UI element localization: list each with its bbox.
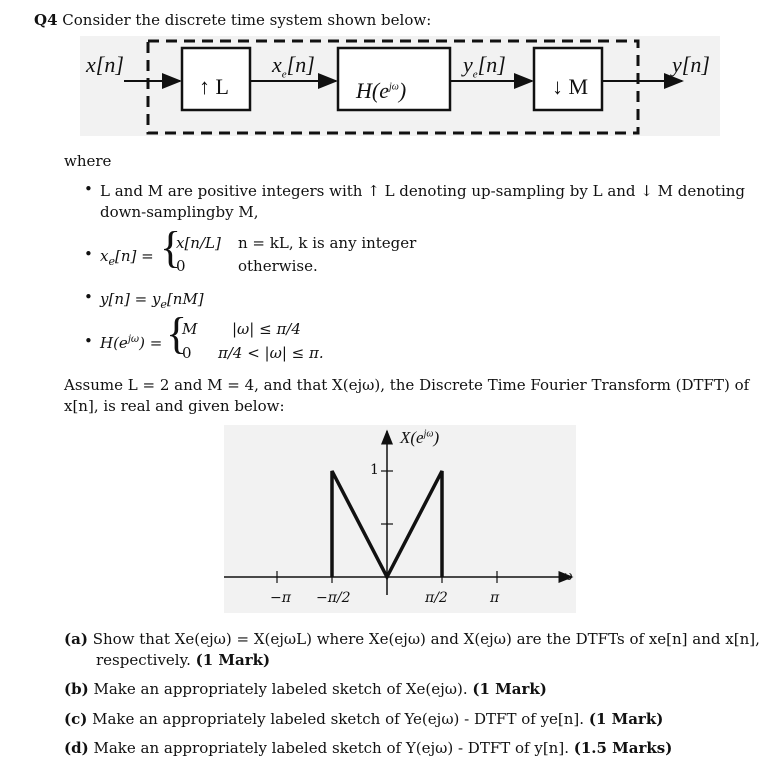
- bullet-2-brace: {: [160, 223, 182, 272]
- part-b-label: (b): [64, 680, 89, 698]
- bullet-2-dot: •: [84, 245, 93, 263]
- where-label: where: [64, 152, 112, 170]
- bullet-2-case1-cond: n = kL, k is any integer: [238, 234, 417, 252]
- xtick-label-half-pi: π/2: [425, 590, 448, 606]
- bullet-4-case1-cond: |ω| ≤ π/4: [232, 320, 301, 338]
- bullet-3-dot: •: [84, 288, 93, 306]
- part-c-label: (c): [64, 710, 88, 728]
- part-c-marks: (1 Mark): [588, 710, 664, 728]
- bullet-2-case2-cond: otherwise.: [238, 257, 318, 275]
- system-dashed-boundary: [146, 39, 640, 135]
- question-heading: Q4 Consider the discrete time system sho…: [34, 11, 431, 29]
- bullet-2-case2-val: 0: [176, 257, 186, 275]
- plot-ylabel: X(ejω): [400, 428, 440, 447]
- bullet-1-dot: •: [84, 180, 93, 198]
- dtft-plot-svg: [224, 425, 576, 613]
- part-a-text2: respectively.: [96, 651, 191, 669]
- bullet-3-text: y[n] = ye[nM]: [100, 290, 204, 311]
- xtick-label-neg-half-pi: −π/2: [316, 590, 351, 606]
- block-diagram: [80, 36, 720, 136]
- part-a-line2: respectively. (1 Mark): [96, 651, 270, 669]
- downsample-label: ↓ M: [552, 74, 589, 99]
- part-d-marks: (1.5 Marks): [573, 739, 673, 757]
- question-intro: Consider the discrete time system shown …: [62, 11, 432, 29]
- part-c-text: Make an appropriately labeled sketch of …: [92, 710, 585, 728]
- dtft-plot: [224, 425, 576, 613]
- input-label: x[n]: [86, 52, 124, 77]
- assume-line1: Assume L = 2 and M = 4, and that X(ejω),…: [64, 376, 750, 394]
- part-d-label: (d): [64, 739, 89, 757]
- part-d: (d) Make an appropriately labeled sketch…: [64, 739, 672, 757]
- upsample-label: ↑ L: [199, 74, 229, 99]
- question-number: Q4: [34, 11, 58, 29]
- xtick-label-neg-pi: −π: [270, 590, 291, 606]
- filter-block: [336, 46, 452, 112]
- downsampler-block: [532, 46, 604, 112]
- plot-background: [224, 425, 576, 613]
- part-b-marks: (1 Mark): [472, 680, 547, 698]
- bullet-2-lhs: xe[n] =: [100, 247, 154, 268]
- output-label: y[n]: [672, 52, 710, 77]
- part-b: (b) Make an appropriately labeled sketch…: [64, 680, 547, 698]
- assume-line2: x[n], is real and given below:: [64, 397, 285, 415]
- upsampler-block: [180, 46, 252, 112]
- part-b-text: Make an appropriately labeled sketch of …: [93, 680, 468, 698]
- bullet-4-case2-val: 0: [182, 344, 192, 362]
- plot-xlabel: ω: [562, 568, 573, 584]
- block-diagram-svg: [80, 36, 720, 136]
- series-group: [330, 470, 444, 581]
- part-a-marks: (1 Mark): [195, 651, 271, 669]
- bullet-1-line2: down-samplingby M,: [100, 203, 259, 221]
- bullet-4-dot: •: [84, 332, 93, 350]
- part-a-line1: (a) Show that Xe(ejω) = X(ejωL) where Xe…: [64, 630, 760, 648]
- bullet-4-brace: {: [166, 309, 188, 358]
- xe-label: xe[n]: [272, 52, 315, 81]
- part-d-text: Make an appropriately labeled sketch of …: [93, 739, 569, 757]
- bullet-2-case1-val: x[n/L]: [176, 234, 221, 252]
- xtick-label-pi: π: [490, 590, 500, 606]
- ye-label: ye[n]: [463, 52, 506, 81]
- bullet-4-case1-val: M: [182, 320, 198, 338]
- bullet-4-lhs: H(ejω) =: [100, 334, 163, 352]
- part-c: (c) Make an appropriately labeled sketch…: [64, 710, 663, 728]
- bullet-1-line1: L and M are positive integers with ↑ L d…: [100, 182, 746, 200]
- part-a-text: Show that Xe(ejω) = X(ejωL) where Xe(ejω…: [92, 630, 760, 648]
- bullet-4-case2-cond: π/4 < |ω| ≤ π.: [218, 344, 324, 362]
- part-a-label: (a): [64, 630, 88, 648]
- plot-ytick-label: 1: [370, 462, 379, 478]
- filter-label: H(ejω): [356, 78, 407, 103]
